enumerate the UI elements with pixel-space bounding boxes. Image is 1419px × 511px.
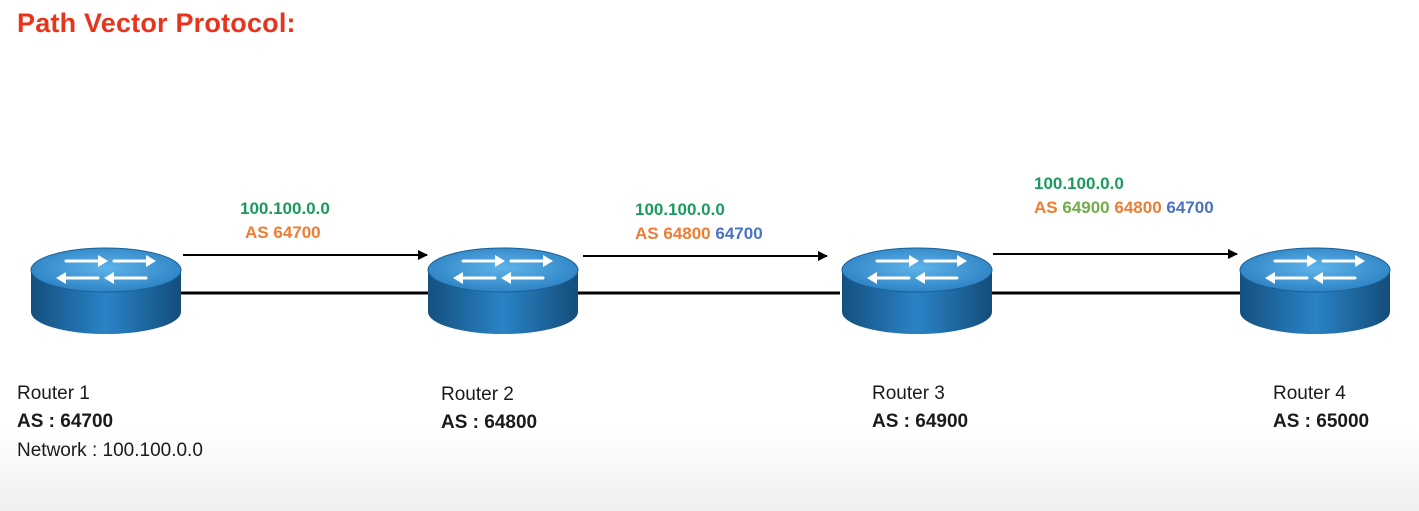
as-prefix: AS <box>1034 198 1058 217</box>
router-2-name: Router 2 <box>441 384 514 405</box>
as-path-entry: 64700 <box>273 223 321 242</box>
router-3-icon <box>840 246 994 336</box>
router-1-as: AS : 64700 <box>17 411 114 432</box>
as-prefix: AS <box>635 224 659 243</box>
as-path: AS 64900 64800 64700 <box>1034 196 1214 220</box>
router-3-name: Router 3 <box>872 383 945 404</box>
page-title: Path Vector Protocol: <box>17 8 296 38</box>
router-2-icon <box>426 246 580 336</box>
as-path: AS 64800 64700 <box>635 222 763 246</box>
as-path-entry: 64900 <box>1062 198 1110 217</box>
router-4-icon <box>1238 246 1392 336</box>
as-path: AS 64700 <box>240 221 330 245</box>
advertisement-2: 100.100.0.0 AS 64800 64700 <box>635 198 763 246</box>
router-1-name: Router 1 <box>17 383 90 404</box>
router-4-name: Router 4 <box>1273 383 1346 404</box>
advertisement-1: 100.100.0.0 AS 64700 <box>240 197 330 245</box>
router-4-as: AS : 65000 <box>1273 411 1370 432</box>
as-path-entry: 64800 <box>1114 198 1162 217</box>
advertisement-3: 100.100.0.0 AS 64900 64800 64700 <box>1034 172 1214 220</box>
advertised-network: 100.100.0.0 <box>240 199 330 218</box>
advertised-network: 100.100.0.0 <box>635 200 725 219</box>
router-1-icon <box>29 246 183 336</box>
as-path-entry: 64700 <box>1166 198 1214 217</box>
router-2-as: AS : 64800 <box>441 412 538 433</box>
router-3-as: AS : 64900 <box>872 411 969 432</box>
as-path-entry: 64800 <box>663 224 711 243</box>
as-path-entry: 64700 <box>715 224 763 243</box>
router-1-network: Network : 100.100.0.0 <box>17 440 203 461</box>
advertised-network: 100.100.0.0 <box>1034 174 1124 193</box>
as-prefix: AS <box>245 223 269 242</box>
